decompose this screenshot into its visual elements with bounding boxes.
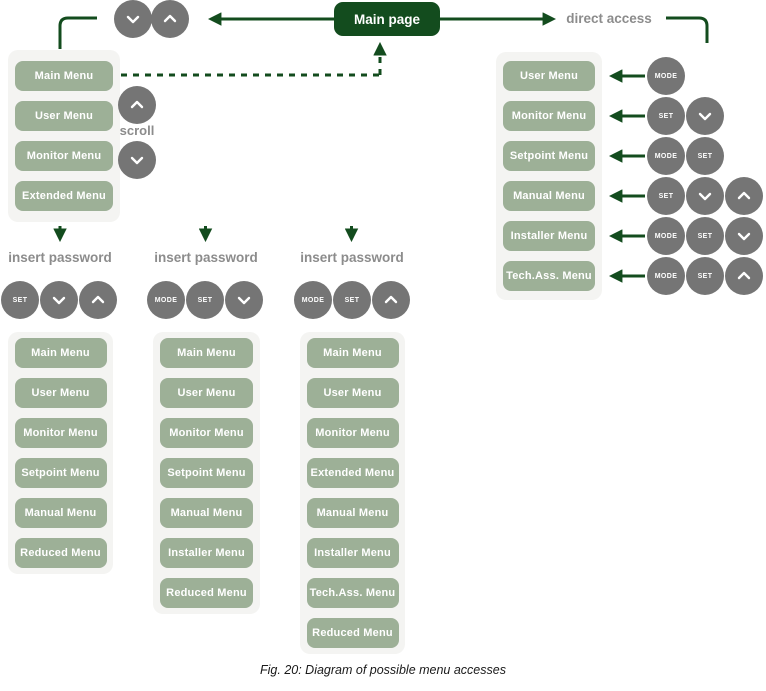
chevron-up-key-button [725,257,763,295]
direct-access-label: direct access [566,11,652,26]
mode-key-button: MODE [647,137,685,175]
menu-item-main: Main Menu [15,61,113,91]
chevron-down-key-button [114,0,152,38]
menu-item-user: User Menu [503,61,595,91]
menu-item-techass: Tech.Ass. Menu [503,261,595,291]
menu-item-reduced: Reduced Menu [14,538,107,568]
menu-item-reduced: Reduced Menu [306,618,399,648]
insert-password-label: insert password [154,250,258,265]
scroll-menu-panel: Main Menu User Menu Monitor Menu Extende… [8,50,120,222]
wire-scroll-panel-to-keys [58,16,97,49]
menu-item-installer: Installer Menu [160,538,253,568]
chevron-up-key-button [151,0,189,38]
chevron-down-icon [52,296,66,305]
chevron-up-icon [130,100,144,109]
menu-item-monitor: Monitor Menu [503,101,595,131]
menu-item-setpoint: Setpoint Menu [160,458,253,488]
chevron-up-icon [163,14,177,23]
menu-item-manual: Manual Menu [503,181,595,211]
scroll-label: scroll [119,123,155,138]
chevron-down-icon [698,192,712,201]
mode-key-button: MODE [647,57,685,95]
menu-item-installer: Installer Menu [306,538,399,568]
menu-item-manual: Manual Menu [306,498,399,528]
menu-item-monitor: Monitor Menu [15,141,113,171]
menu-item-installer: Installer Menu [503,221,595,251]
chevron-up-key-button [372,281,410,319]
direct-access-menu-panel: User Menu Monitor Menu Setpoint Menu Man… [496,52,602,300]
chevron-down-icon [130,156,144,165]
figure-caption: Fig. 20: Diagram of possible menu access… [260,663,506,677]
mode-key-button: MODE [294,281,332,319]
set-key-button: SET [1,281,39,319]
menu-item-user: User Menu [14,378,107,408]
menu-item-main: Main Menu [306,338,399,368]
chevron-down-icon [237,296,251,305]
chevron-up-key-button [725,177,763,215]
chevron-up-icon [737,191,751,200]
chevron-down-key-button [686,97,724,135]
menu-item-extended: Extended Menu [15,181,113,211]
chevron-up-icon [91,295,105,304]
chevron-down-icon [698,112,712,121]
chevron-down-key-button [725,217,763,255]
menu-item-reduced: Reduced Menu [160,578,253,608]
main-page-node: Main page [334,2,440,36]
menu-item-user: User Menu [15,101,113,131]
menu-item-extended: Extended Menu [306,458,399,488]
menu-item-manual: Manual Menu [14,498,107,528]
menu-item-user: User Menu [160,378,253,408]
set-key-button: SET [647,97,685,135]
mode-key-button: MODE [147,281,185,319]
chevron-down-key-button [118,141,156,179]
password-menu-panel-2: Main Menu User Menu Monitor Menu Setpoin… [153,332,260,614]
menu-item-monitor: Monitor Menu [306,418,399,448]
insert-password-label: insert password [300,250,404,265]
chevron-down-key-button [225,281,263,319]
set-key-button: SET [686,137,724,175]
set-key-button: SET [647,177,685,215]
chevron-up-icon [384,295,398,304]
set-key-button: SET [686,217,724,255]
menu-item-techass: Tech.Ass. Menu [306,578,399,608]
chevron-up-key-button [79,281,117,319]
chevron-down-icon [126,15,140,24]
set-key-button: SET [333,281,371,319]
set-key-button: SET [686,257,724,295]
menu-item-monitor: Monitor Menu [160,418,253,448]
wire-direct-access-to-panel [666,16,709,43]
menu-item-monitor: Monitor Menu [14,418,107,448]
insert-password-label: insert password [8,250,112,265]
password-menu-panel-1: Main Menu User Menu Monitor Menu Setpoin… [8,332,113,574]
chevron-down-key-button [686,177,724,215]
chevron-down-key-button [40,281,78,319]
menu-item-main: Main Menu [160,338,253,368]
set-key-button: SET [186,281,224,319]
chevron-down-icon [737,232,751,241]
password-menu-panel-3: Main Menu User Menu Monitor Menu Extende… [300,332,405,654]
menu-item-main: Main Menu [14,338,107,368]
mode-key-button: MODE [647,217,685,255]
chevron-up-key-button [118,86,156,124]
menu-item-setpoint: Setpoint Menu [14,458,107,488]
menu-item-manual: Manual Menu [160,498,253,528]
mode-key-button: MODE [647,257,685,295]
menu-item-setpoint: Setpoint Menu [503,141,595,171]
menu-item-user: User Menu [306,378,399,408]
chevron-up-icon [737,271,751,280]
